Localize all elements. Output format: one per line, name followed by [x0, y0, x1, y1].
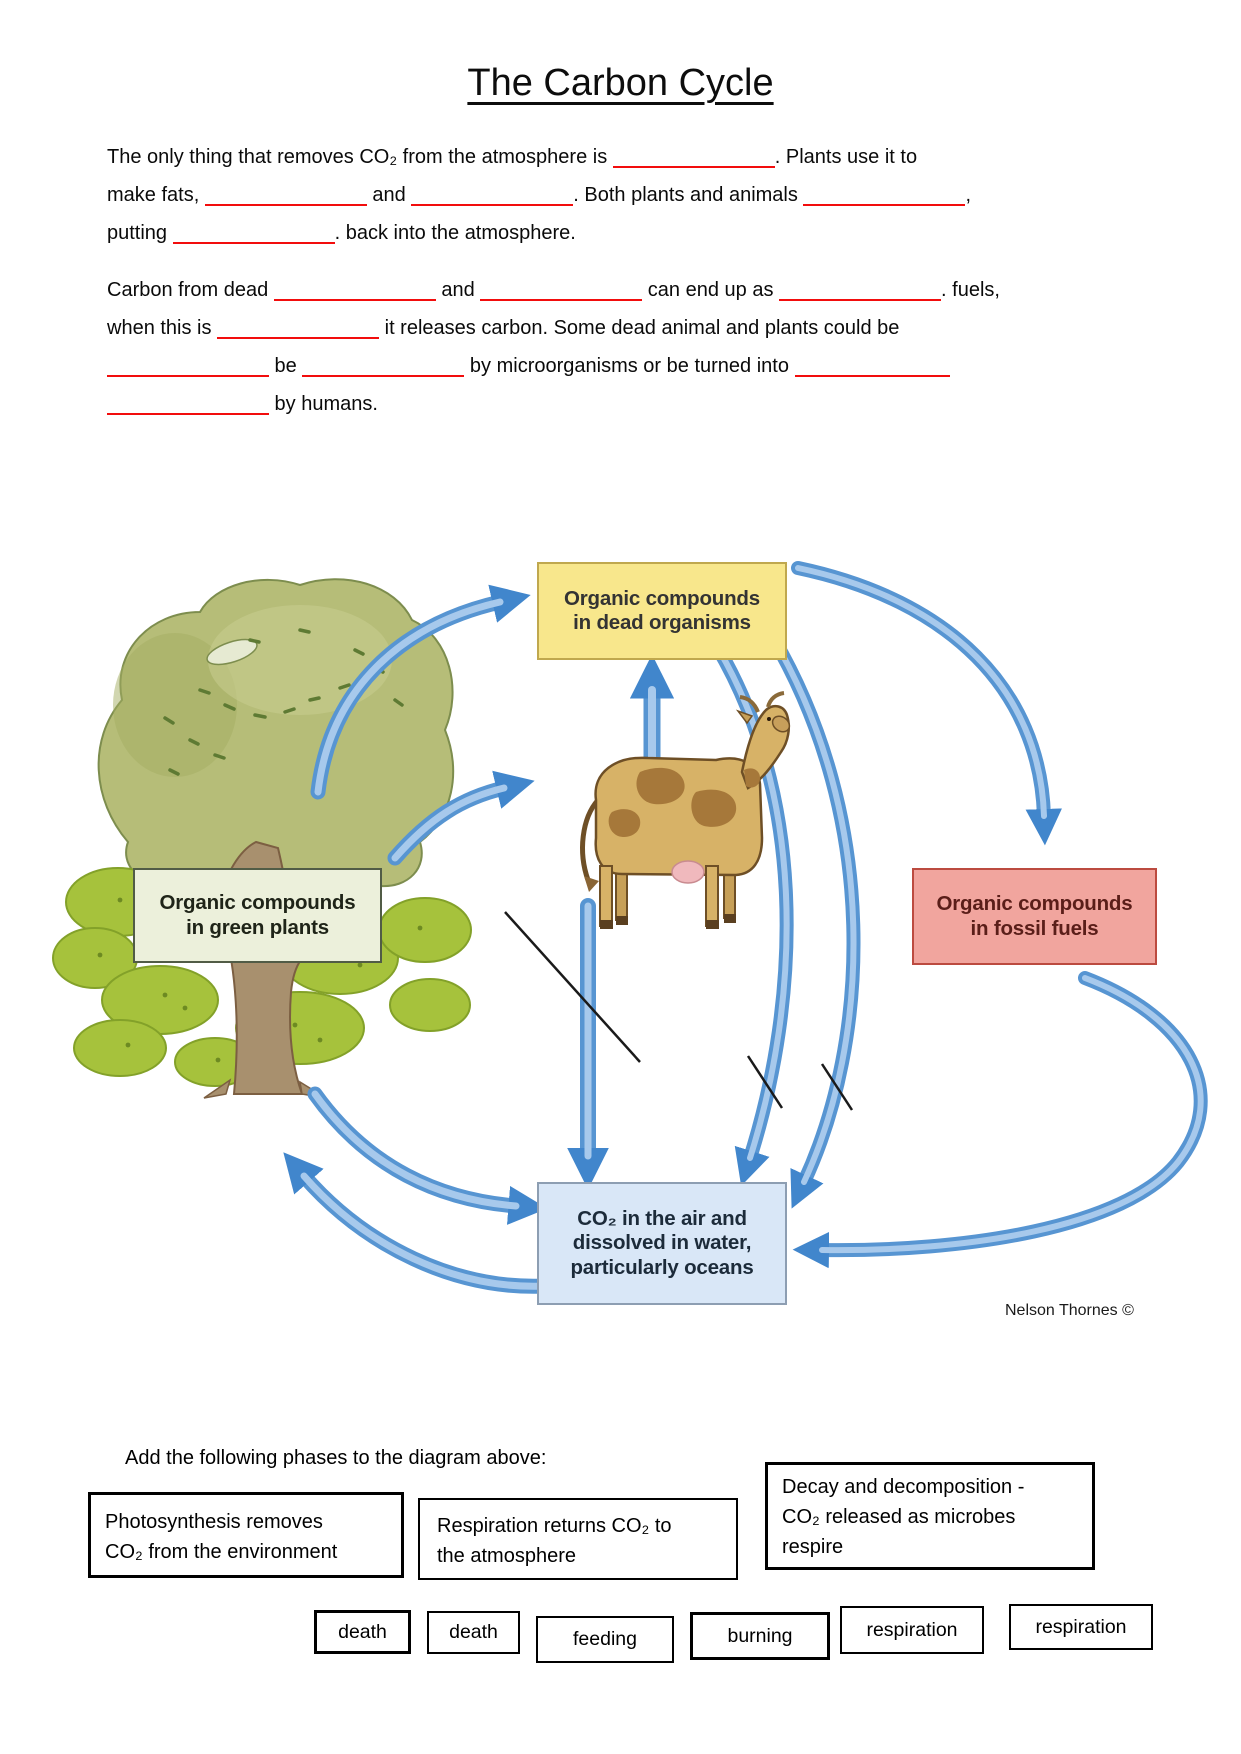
- arrow-plant-respiration-to-co2: [307, 1086, 548, 1225]
- fill-in-paragraph-1: The only thing that removes CO₂ from the…: [107, 140, 971, 254]
- phrase-box[interactable]: Decay and decomposition - CO₂ released as…: [765, 1462, 1095, 1570]
- fill-in-blank[interactable]: [172, 224, 335, 244]
- fill-in-text: . back into the atmosphere.: [334, 222, 576, 244]
- word-box[interactable]: respiration: [1009, 1604, 1153, 1650]
- arrow-decay-to-co2-outer: [765, 629, 861, 1209]
- fill-in-text: putting: [107, 222, 173, 244]
- fill-in-text: The only thing that removes CO₂ from the…: [107, 146, 613, 168]
- fill-in-blank[interactable]: [107, 395, 269, 415]
- pointer-line: [746, 1055, 784, 1109]
- phrase-line: CO₂ from the environment: [105, 1541, 338, 1563]
- fill-in-blank[interactable]: [794, 357, 950, 377]
- phrase-line: Respiration returns CO₂ to: [437, 1515, 672, 1537]
- fill-in-paragraph-2: Carbon from dead and can end up as . fue…: [107, 273, 1000, 425]
- fill-in-line: when this is it releases carbon. Some de…: [107, 311, 1000, 349]
- pointer-lines: [504, 911, 854, 1111]
- fill-in-blank[interactable]: [273, 281, 436, 301]
- fill-in-line: Carbon from dead and can end up as . fue…: [107, 273, 1000, 311]
- fill-in-line: by humans.: [107, 387, 1000, 425]
- fill-in-text: . Plants use it to: [774, 146, 918, 168]
- phrase-line: Photosynthesis removes: [105, 1511, 323, 1533]
- fill-in-text: . Both plants and animals: [573, 184, 804, 206]
- box-label-line: Organic compounds: [936, 892, 1133, 916]
- arrow-photosynthesis-co2-to-plants: [283, 1152, 553, 1294]
- phrase-line: the atmosphere: [437, 1545, 576, 1567]
- box-label-line: Organic compounds: [564, 586, 760, 610]
- fill-in-text: by microorganisms or be turned into: [464, 355, 795, 377]
- fill-in-blank[interactable]: [107, 357, 269, 377]
- word-box[interactable]: burning: [690, 1612, 830, 1660]
- fill-in-blank[interactable]: [217, 319, 380, 339]
- publisher-credit: Nelson Thornes ©: [1005, 1302, 1134, 1319]
- phrase-line: CO₂ released as microbes: [782, 1506, 1016, 1528]
- fill-in-blank[interactable]: [302, 357, 465, 377]
- fill-in-line: be by microorganisms or be turned into: [107, 349, 1000, 387]
- canopy-speckles: [163, 628, 404, 776]
- fill-in-text: ,: [965, 184, 971, 206]
- word-box[interactable]: respiration: [840, 1606, 984, 1654]
- fill-in-text: . fuels,: [941, 279, 1000, 301]
- fill-in-text: make fats,: [107, 184, 205, 206]
- box-label-line: in green plants: [186, 915, 329, 939]
- word-box[interactable]: death: [314, 1610, 411, 1654]
- fill-in-blank[interactable]: [204, 186, 367, 206]
- fill-in-blank[interactable]: [411, 186, 574, 206]
- phrase-line: Decay and decomposition -: [782, 1476, 1025, 1498]
- exercise-instruction: Add the following phases to the diagram …: [125, 1447, 547, 1469]
- page-title: The Carbon Cycle: [467, 62, 774, 104]
- fill-in-line: The only thing that removes CO₂ from the…: [107, 140, 971, 178]
- arrow-dead-organisms-to-fossil-fuels: [791, 561, 1062, 846]
- box-label-line: in dead organisms: [573, 611, 751, 634]
- cycle-arrows: [283, 561, 1208, 1294]
- box-label-line: in fossil fuels: [970, 916, 1099, 940]
- fill-in-text: and: [366, 184, 412, 206]
- fill-in-text: can end up as: [642, 279, 780, 301]
- fill-in-line: putting . back into the atmosphere.: [107, 216, 971, 254]
- arrow-burning-fossil-to-co2: [792, 971, 1208, 1269]
- fill-in-blank[interactable]: [803, 186, 966, 206]
- fill-in-text: by humans.: [269, 393, 378, 415]
- pointer-line: [820, 1063, 854, 1111]
- cow-illustration: [580, 691, 791, 929]
- fill-in-text: and: [435, 279, 481, 301]
- fill-in-blank[interactable]: [480, 281, 643, 301]
- fill-in-text: when this is: [107, 317, 218, 339]
- fill-in-text: Carbon from dead: [107, 279, 274, 301]
- phrase-box[interactable]: Respiration returns CO₂ to the atmosphere: [418, 1498, 738, 1580]
- box-label-line: particularly oceans: [570, 1255, 754, 1279]
- fill-in-line: make fats, and . Both plants and animals…: [107, 178, 971, 216]
- fill-in-text: it releases carbon. Some dead animal and…: [379, 317, 900, 339]
- box-label-line: CO₂ in the air and: [577, 1207, 747, 1231]
- fill-in-text: be: [269, 355, 303, 377]
- box-label-line: dissolved in water,: [572, 1231, 752, 1255]
- arrow-plants-to-animals: [387, 770, 535, 866]
- box-label-line: Organic compounds: [159, 891, 356, 915]
- arrow-decay-to-co2-inner: [701, 625, 794, 1187]
- fill-in-blank[interactable]: [779, 281, 942, 301]
- fill-in-blank[interactable]: [612, 148, 775, 168]
- phrase-line: respire: [782, 1536, 844, 1558]
- pointer-line: [504, 911, 641, 1063]
- word-box[interactable]: death: [427, 1611, 520, 1654]
- arrow-plants-to-dead-organisms: [310, 584, 531, 800]
- word-box[interactable]: feeding: [536, 1616, 674, 1663]
